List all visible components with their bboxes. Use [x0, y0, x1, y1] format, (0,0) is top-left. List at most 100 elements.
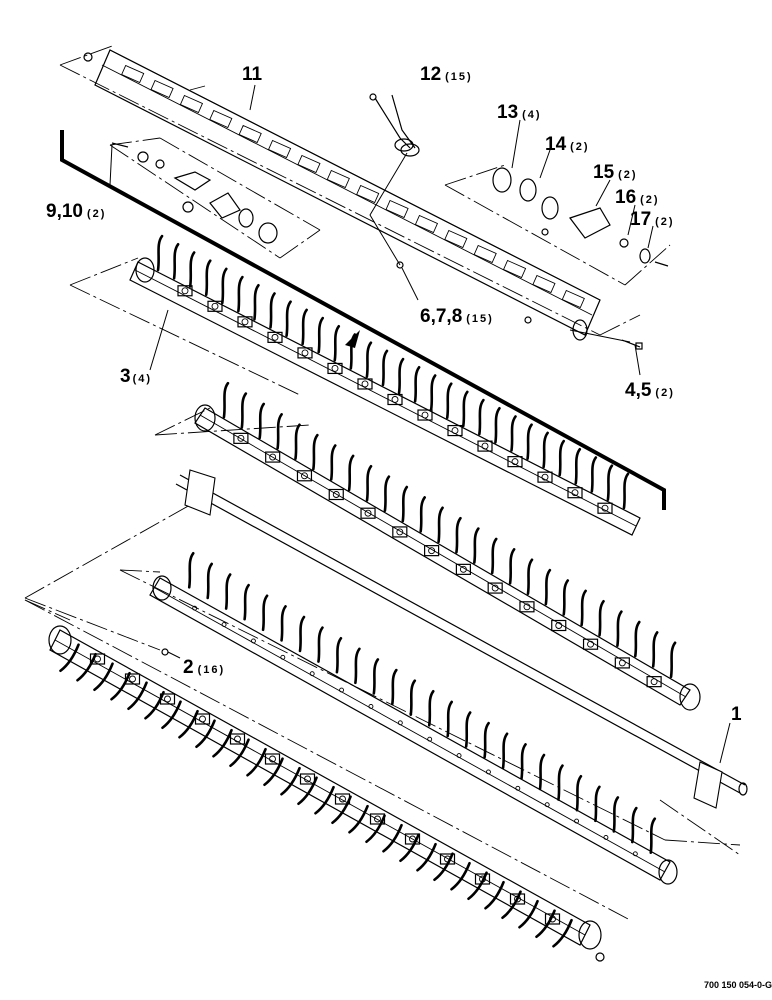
tine [433, 852, 454, 882]
tine [329, 444, 337, 481]
tine [314, 785, 335, 815]
tine-coil [304, 775, 311, 783]
tube-window [326, 169, 350, 189]
tine [294, 423, 301, 461]
tine [144, 690, 165, 720]
tine [317, 626, 324, 663]
tine-coil [361, 380, 369, 388]
bolt-hole [221, 622, 227, 628]
tine [382, 823, 403, 853]
tine-holder [229, 733, 246, 745]
bolt-hole [515, 785, 521, 791]
tine-coil [459, 565, 467, 573]
tine [298, 615, 306, 653]
tine [312, 433, 319, 471]
tine-coil [94, 655, 101, 663]
tine-coil [444, 855, 451, 863]
bolt-hole [427, 736, 433, 742]
tine-coil [269, 755, 276, 763]
svg-text:16(2): 16(2) [615, 187, 660, 208]
tine [484, 880, 505, 910]
callout-15: 15(2) [593, 162, 638, 183]
tine [464, 711, 472, 748]
shaft-1 [24, 469, 748, 856]
tine-holder [487, 582, 503, 594]
tine-coil [241, 318, 249, 326]
tine [574, 448, 582, 485]
svg-text:3(4): 3(4) [120, 366, 152, 387]
bolt-hole [456, 753, 462, 759]
svg-text:15(2): 15(2) [593, 162, 638, 183]
tine [575, 774, 583, 812]
tine [187, 552, 195, 589]
tube-window [414, 214, 439, 234]
tine-holder [89, 653, 106, 665]
tine-holder [207, 300, 223, 312]
tine [253, 284, 260, 321]
tine [538, 753, 546, 791]
callout-leaders [109, 84, 731, 764]
tine [365, 814, 386, 844]
tine-coil [129, 675, 136, 683]
tine-coil [491, 584, 499, 592]
tine [501, 732, 509, 770]
tine [446, 700, 453, 738]
tine [557, 764, 564, 801]
tine-holder [597, 502, 613, 514]
bolt-hole [574, 818, 580, 824]
tube-window [444, 229, 468, 249]
tine-holder [646, 676, 662, 688]
tine-holder [544, 913, 561, 925]
tine-coil [364, 509, 372, 517]
tine-holder [417, 409, 433, 421]
tine [483, 721, 490, 759]
tine [237, 275, 244, 313]
tine-holder [537, 471, 553, 483]
tine [349, 333, 357, 370]
tine-holder [455, 563, 471, 575]
tine-coil [374, 815, 381, 823]
tine [212, 728, 233, 758]
tine [347, 454, 355, 492]
tine [161, 700, 182, 730]
tine [229, 738, 250, 768]
tine [301, 308, 308, 346]
callout-3: 3(4) [120, 366, 152, 387]
tine-coil [479, 875, 486, 883]
tube-window [356, 184, 380, 204]
tine-holder [264, 753, 281, 765]
tine-coil [618, 659, 626, 667]
bolt-hole [280, 654, 286, 660]
tube-window [267, 139, 292, 159]
tine [649, 817, 657, 854]
tine [478, 398, 485, 436]
callout-1: 1 [731, 704, 742, 725]
tine [416, 842, 437, 872]
tine-coil [234, 735, 241, 743]
tine [437, 506, 444, 544]
tine [401, 485, 409, 523]
tube-window [385, 199, 409, 219]
tine [455, 516, 462, 554]
tine-holder [387, 393, 403, 406]
callout-2: 2(16) [183, 657, 223, 678]
tine-coil [396, 528, 404, 536]
svg-text:9,10(2): 9,10(2) [46, 201, 106, 222]
callout-11: 11 [242, 64, 263, 85]
bolt-hole [632, 851, 638, 857]
tine [333, 325, 341, 362]
tine-holder [360, 507, 376, 519]
tine-coil [332, 491, 340, 498]
svg-text:11: 11 [242, 64, 263, 85]
tine [544, 568, 552, 606]
hardware-group-9-10 [109, 137, 321, 259]
tine [280, 766, 301, 796]
tine [269, 292, 276, 329]
tine [450, 861, 471, 891]
tine [365, 341, 373, 378]
tube-window [121, 64, 145, 84]
tine-coil [199, 715, 206, 723]
tine [526, 558, 534, 596]
tine [391, 668, 398, 706]
